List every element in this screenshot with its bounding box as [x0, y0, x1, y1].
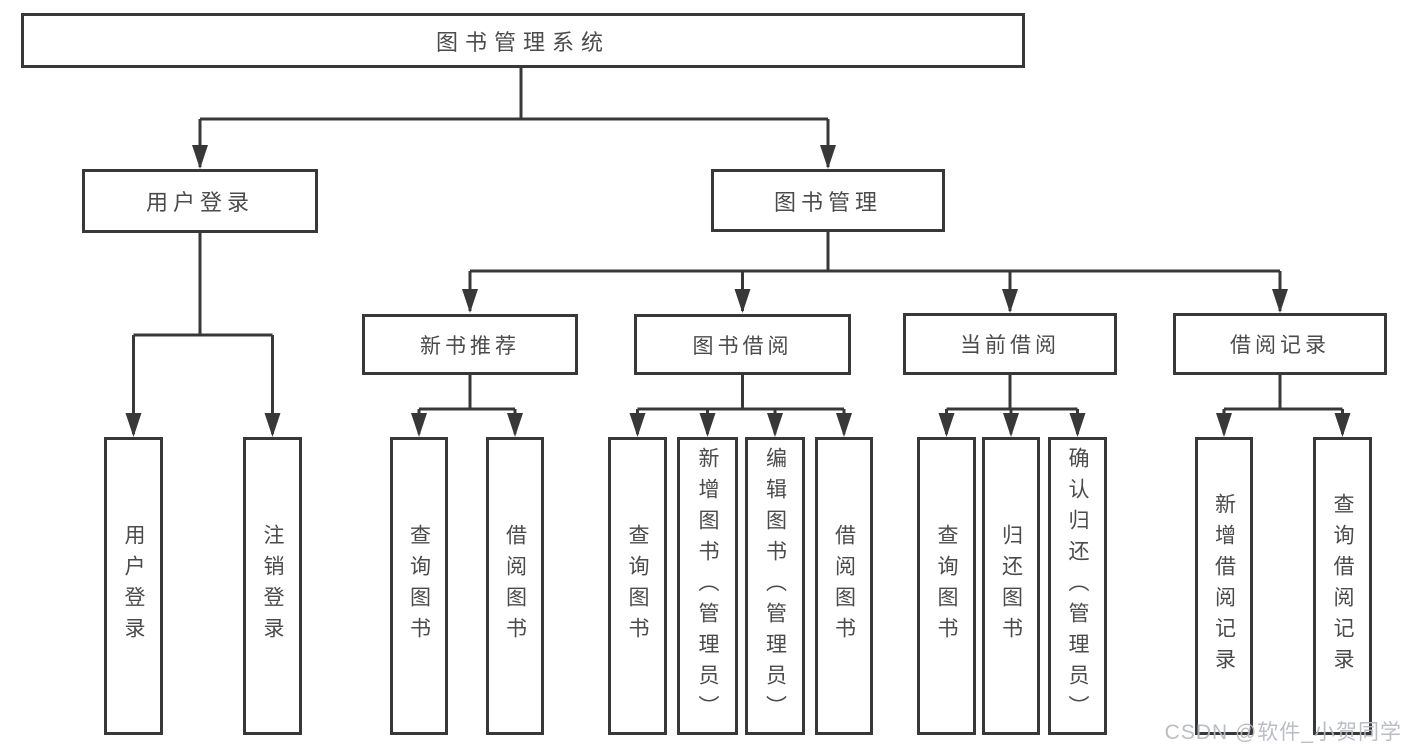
leaf-add-borrow-record-label: 新增借阅记录 — [1212, 493, 1236, 679]
leaf-recommend-borrow-books-label: 借阅图书 — [503, 524, 527, 648]
leaf-return-books-label: 归还图书 — [999, 524, 1023, 648]
leaf-user-login: 用户登录 — [104, 437, 163, 735]
leaf-add-books-admin: 新增图书（管理员） — [677, 437, 738, 735]
node-borrow-records: 借阅记录 — [1173, 313, 1387, 375]
node-new-book-recommend: 新书推荐 — [362, 314, 578, 375]
leaf-borrow-borrow-books-label: 借阅图书 — [832, 524, 856, 648]
leaf-edit-books-admin-label: 编辑图书（管理员） — [763, 446, 787, 726]
leaf-confirm-return-admin-label: 确认归还（管理员） — [1066, 446, 1089, 726]
node-user-login: 用户登录 — [82, 169, 318, 233]
leaf-borrow-query-books-label: 查询图书 — [626, 524, 649, 648]
leaf-recommend-query-books-label: 查询图书 — [407, 524, 431, 648]
leaf-logout-login: 注销登录 — [243, 437, 302, 735]
leaf-current-query-books-label: 查询图书 — [935, 524, 958, 648]
leaf-recommend-query-books: 查询图书 — [390, 437, 448, 735]
leaf-edit-books-admin: 编辑图书（管理员） — [745, 437, 805, 735]
leaf-recommend-borrow-books: 借阅图书 — [486, 437, 544, 735]
node-book-management: 图书管理 — [711, 169, 945, 232]
leaf-add-borrow-record: 新增借阅记录 — [1195, 437, 1253, 735]
leaf-logout-login-label: 注销登录 — [261, 524, 284, 648]
leaf-add-books-admin-label: 新增图书（管理员） — [696, 446, 719, 726]
leaf-borrow-borrow-books: 借阅图书 — [815, 437, 873, 735]
arrowheads — [125, 145, 1351, 437]
node-book-borrow: 图书借阅 — [634, 314, 851, 375]
leaf-confirm-return-admin: 确认归还（管理员） — [1048, 437, 1107, 735]
leaf-return-books: 归还图书 — [982, 437, 1040, 735]
leaf-query-borrow-record-label: 查询借阅记录 — [1331, 493, 1354, 679]
node-library-management-system: 图书管理系统 — [21, 13, 1025, 68]
leaf-borrow-query-books: 查询图书 — [608, 437, 667, 735]
leaf-user-login-label: 用户登录 — [122, 524, 145, 648]
leaf-current-query-books: 查询图书 — [917, 437, 976, 735]
csdn-watermark: CSDN @软件_小贺同学 — [1164, 721, 1402, 744]
leaf-query-borrow-record: 查询借阅记录 — [1313, 437, 1372, 735]
node-current-borrow: 当前借阅 — [903, 313, 1117, 375]
